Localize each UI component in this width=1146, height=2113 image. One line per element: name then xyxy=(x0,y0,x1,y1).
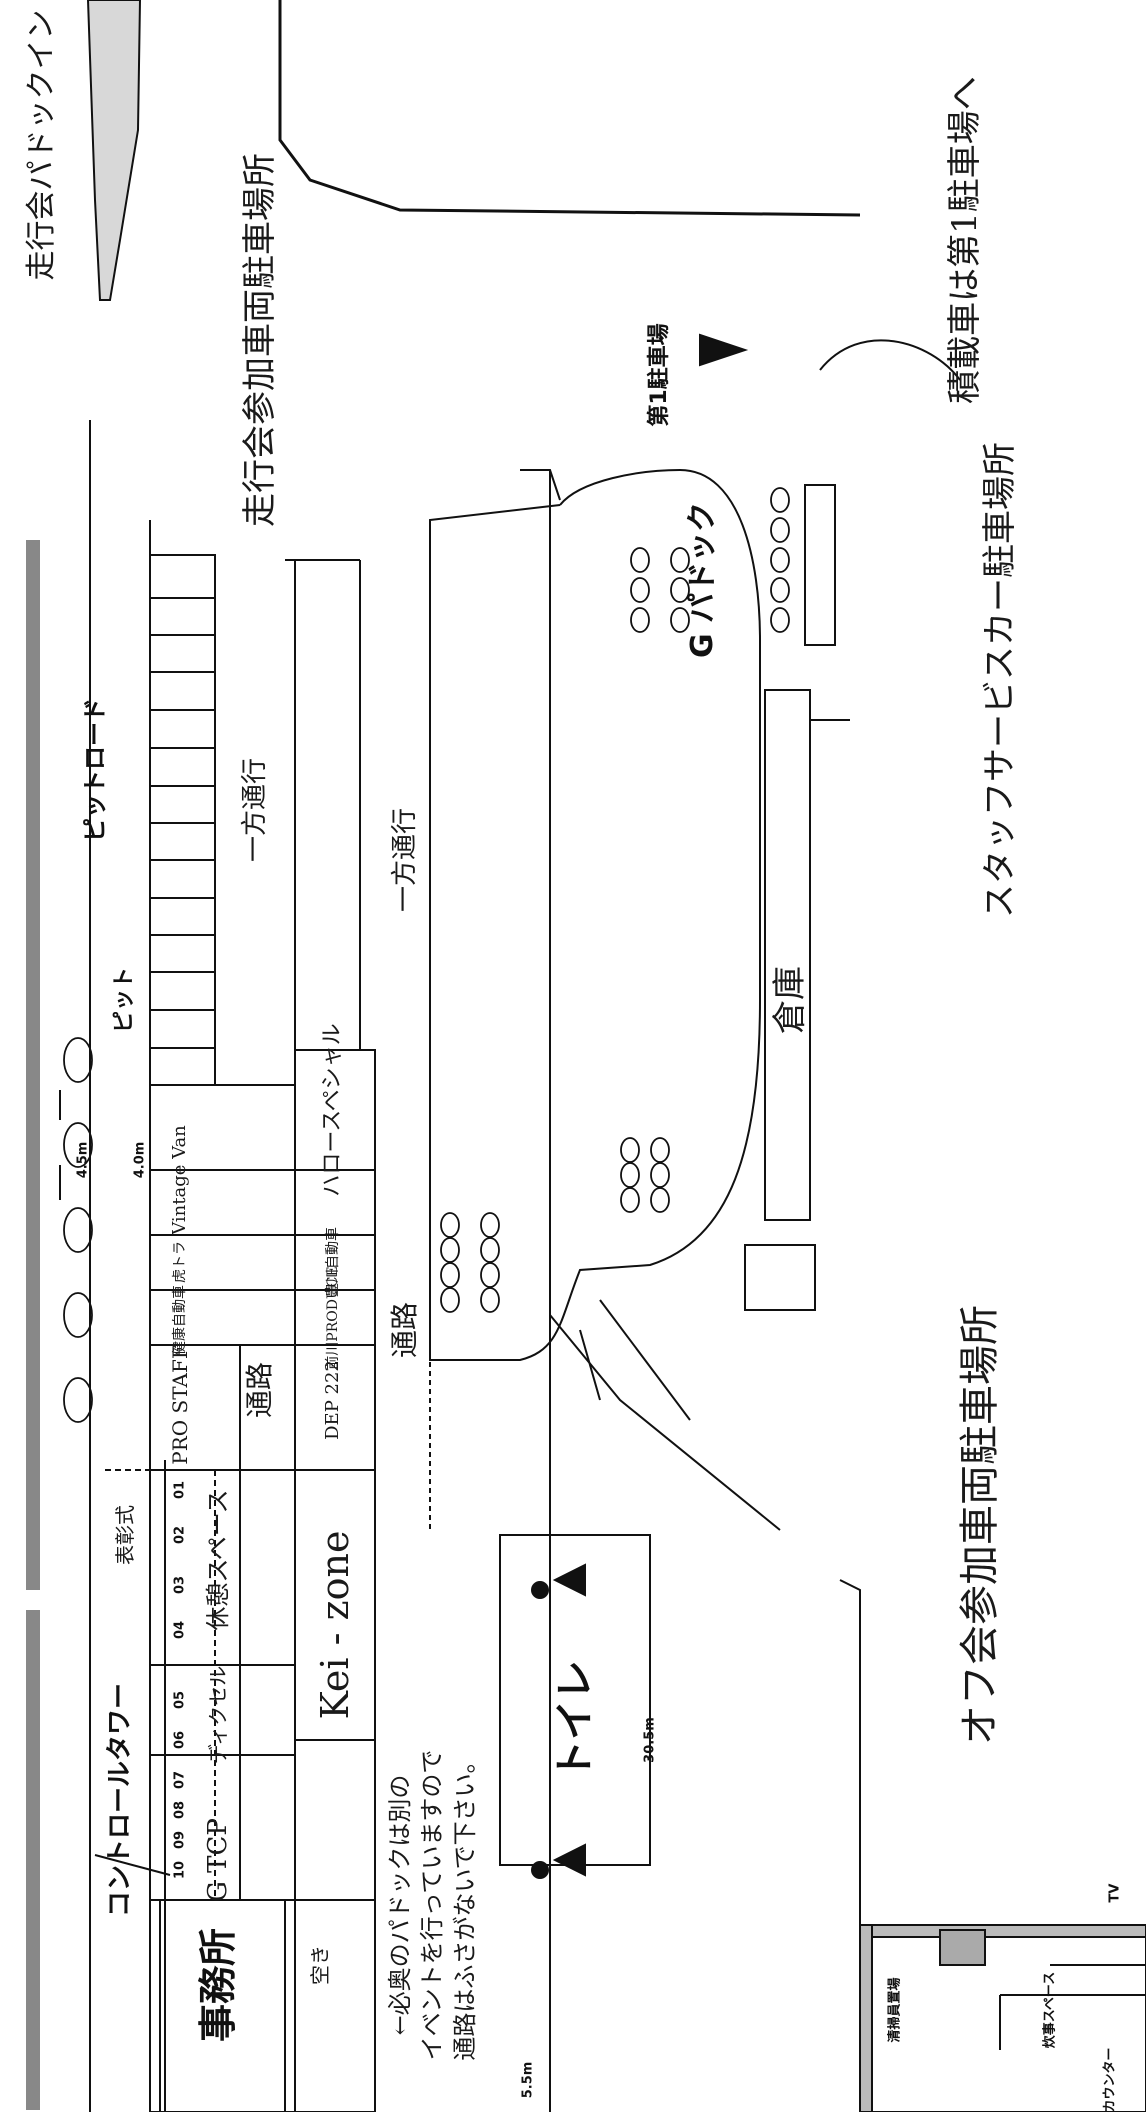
pit-room-04: 04 xyxy=(172,1620,188,1640)
note-road-1: 通路 xyxy=(243,1361,276,1419)
note-one-way-bottom: 一方通行 xyxy=(390,807,420,913)
note-line-2: イベントを行っていますので xyxy=(418,1749,446,2061)
dim-30-5: 30.5m xyxy=(642,1717,658,1763)
tv-label: TV xyxy=(1107,1883,1123,1903)
pit-kenko: 健康自動車 xyxy=(172,1285,188,1355)
pit-room-02: 02 xyxy=(172,1525,188,1545)
note-entrance: 走行会パドックイン xyxy=(24,9,59,281)
control-tower-label: コントロールタワー xyxy=(105,1682,135,1918)
dim-4-0: 4.0m xyxy=(132,1141,148,1179)
note-offkai: オフ会参加車両駐車場所 xyxy=(957,1305,1003,1745)
toilet-label: トイレ xyxy=(552,1660,598,1780)
dim-5-5: 5.5m xyxy=(520,2061,536,2099)
pit-ceremony: 表彰式 xyxy=(113,1505,137,1565)
paddock-kei-zone: Kei - zone xyxy=(313,1530,357,1720)
pit-gtcp: G TCP xyxy=(203,1818,233,1902)
paddock-g-label: G パドック xyxy=(685,502,720,658)
pit-dixcel: ディクセル xyxy=(206,1665,230,1765)
pit-room-10: 10 xyxy=(172,1860,188,1880)
note-staff-car: スタッフサービスカー駐車場所 xyxy=(980,442,1020,918)
pit-room-07: 07 xyxy=(172,1770,188,1790)
parking-1-label: 第1駐車場 xyxy=(647,323,672,427)
pit-room-05: 05 xyxy=(172,1690,188,1710)
note-line-3: 通路はふさがないで下さい。 xyxy=(451,1749,479,2061)
note-road-2: 通路 xyxy=(388,1301,421,1359)
office-label: 事務所 xyxy=(196,1927,240,2043)
cleaning-storage-label: 清掃員置場 xyxy=(887,1977,903,2043)
pit-pro-staff: PRO STAFF xyxy=(168,1345,192,1465)
pit-room-03: 03 xyxy=(172,1575,188,1595)
pit-rest: 休憩スペース xyxy=(204,1489,232,1631)
note-cars-top: 走行会参加車両駐車場所 xyxy=(240,153,280,527)
pit-label: ピット xyxy=(112,966,137,1034)
note-one-way-top: 一方通行 xyxy=(240,757,270,863)
dim-4-5: 4.5m xyxy=(75,1141,91,1179)
pit-room-01: 01 xyxy=(172,1480,188,1500)
pit-vintage: Vintage Van xyxy=(169,1125,190,1235)
note-loader: 積載車は第1駐車場へ xyxy=(945,76,985,404)
pit-room-09: 09 xyxy=(172,1830,188,1850)
note-warehouse: 倉庫 xyxy=(770,966,810,1034)
paddock-hello: ハロースペシャル xyxy=(320,1023,345,1197)
pit-room-08: 08 xyxy=(172,1800,188,1820)
counter-label: カウンター xyxy=(1102,2047,1118,2113)
pit-road-label: ピットロード xyxy=(81,698,109,842)
note-line-1: ←必奥のパドックは別の xyxy=(386,1774,414,2036)
kitchen-label: 炊事スペース xyxy=(1042,1971,1058,2049)
paddock-dep: DEP 222 xyxy=(322,1360,343,1440)
pit-room-06: 06 xyxy=(172,1730,188,1750)
paddock-toyokawa: 豊川自動車 xyxy=(325,1227,341,1297)
pit-tora: 虎トラ xyxy=(172,1241,188,1283)
paddock-aki: 空き xyxy=(308,1945,332,1985)
